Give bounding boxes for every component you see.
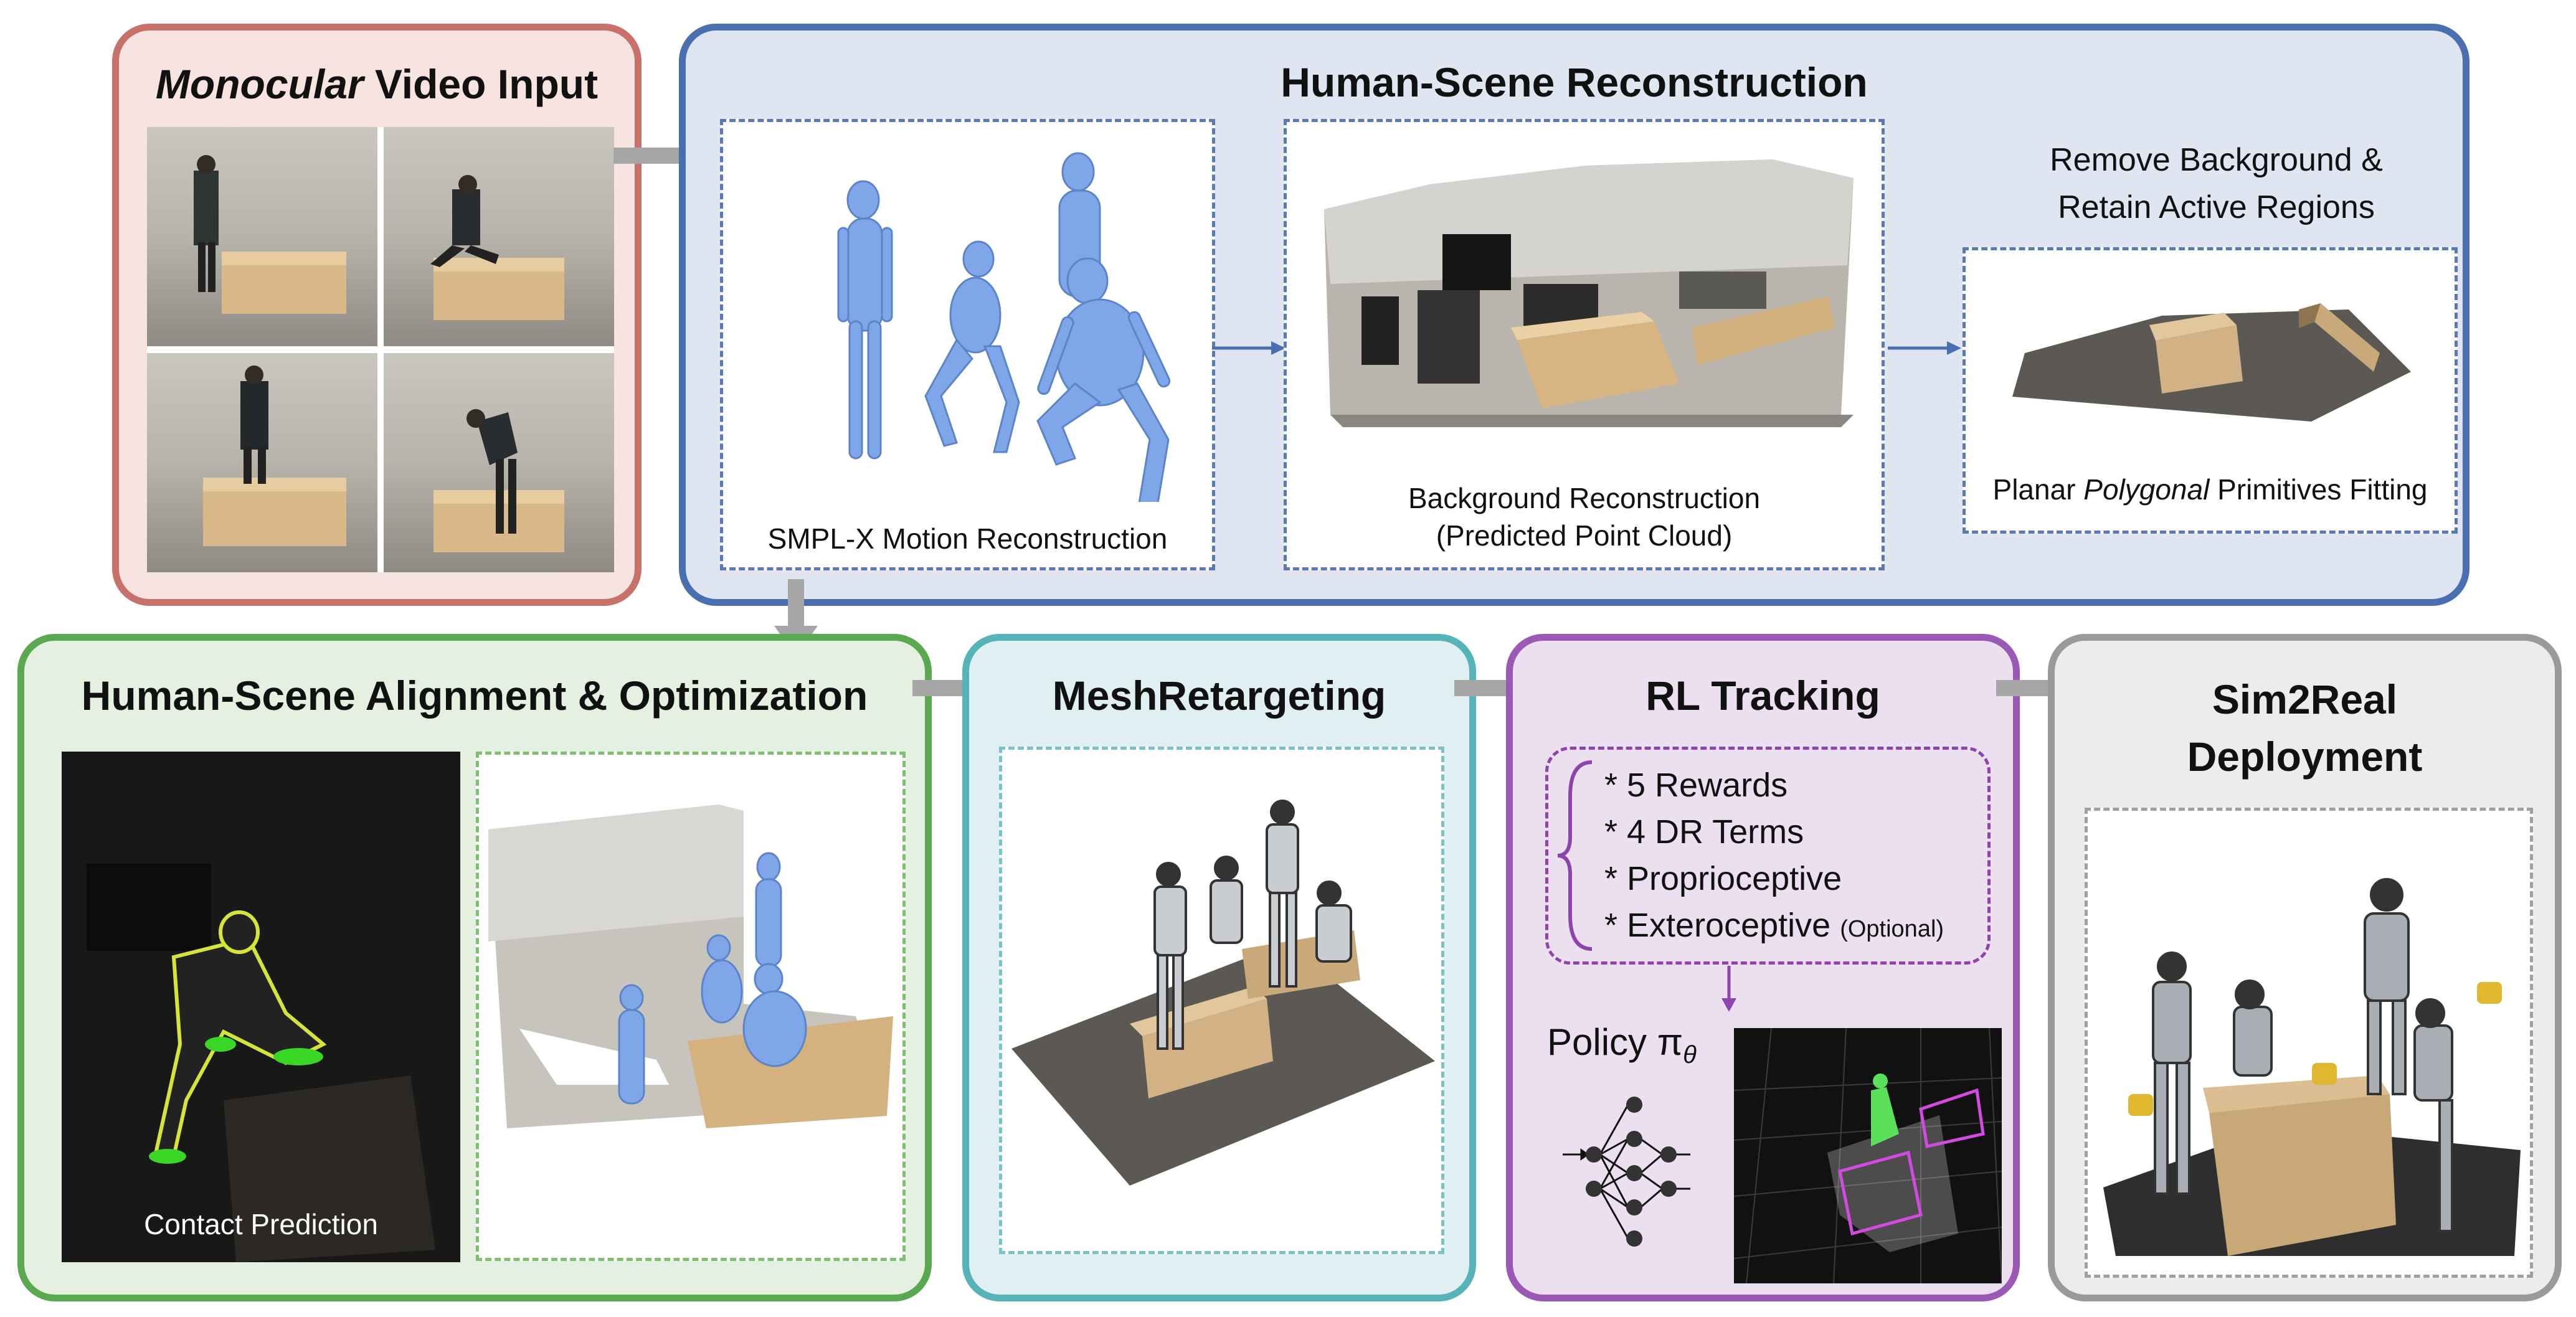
deployment-panel: Sim2Real Deployment <box>2048 634 2562 1301</box>
mesh-retargeting-panel: MeshRetargeting <box>962 634 1476 1301</box>
arrow-smplx-to-background <box>1212 341 1286 355</box>
mesh-retargeting-title: MeshRetargeting <box>1052 673 1386 719</box>
rl-term-rewards: * 5 Rewards <box>1604 767 1788 804</box>
arrow-background-to-fitting <box>1888 341 1961 355</box>
background-caption-line1: Background Reconstruction <box>1408 482 1761 514</box>
title-rest: Video Input <box>363 61 599 107</box>
background-caption-line2: (Predicted Point Cloud) <box>1436 519 1733 552</box>
planar-primitives-image <box>2012 303 2411 422</box>
video-frames-image <box>147 127 614 572</box>
contact-scene-image <box>62 752 460 1262</box>
fitting-caption: Planar Polygonal Primitives Fitting <box>1966 471 2455 509</box>
real-robots-image <box>2103 878 2521 1256</box>
policy-label: Policy πθ <box>1547 1021 1697 1069</box>
retargeted-robots-image <box>1011 800 1435 1186</box>
rl-tracking-title: RL Tracking <box>1646 673 1880 719</box>
fitting-caption-pre: Planar <box>1992 473 2084 506</box>
arrow-terms-to-policy <box>1721 966 1736 1012</box>
background-caption: Background Reconstruction (Predicted Poi… <box>1287 480 1882 555</box>
contact-caption: Contact Prediction <box>144 1208 378 1240</box>
remove-background-text: Remove Background & Retain Active Region… <box>1969 136 2464 231</box>
rl-terms-list: * 5 Rewards * 4 DR Terms * Proprioceptiv… <box>1604 762 1944 953</box>
fitting-caption-post: Primitives Fitting <box>2209 473 2428 506</box>
background-recon-box: Background Reconstruction (Predicted Poi… <box>1284 119 1885 570</box>
deployment-title: Sim2Real Deployment <box>2055 671 2555 785</box>
video-input-panel: Monocular Video Input <box>112 24 642 606</box>
alignment-title: Human-Scene Alignment & Optimization <box>81 673 868 719</box>
smplx-humans-image <box>837 152 1171 502</box>
rl-simulation-image <box>1734 1028 2002 1283</box>
alignment-panel: Human-Scene Alignment & Optimization Con… <box>17 634 932 1301</box>
polygon-fitting-box: Planar Polygonal Primitives Fitting <box>1963 247 2458 534</box>
rl-term-proprioceptive: * Proprioceptive <box>1604 860 1842 897</box>
deployment-box <box>2085 808 2533 1278</box>
remove-line2: Retain Active Regions <box>2058 189 2375 225</box>
simulation-render <box>1734 1028 2002 1283</box>
aligned-scene-image <box>488 805 893 1128</box>
mesh-retargeting-box <box>999 747 1444 1254</box>
aligned-scene-box <box>476 752 906 1261</box>
contact-prediction-image: Contact Prediction <box>62 752 460 1262</box>
policy-label-sub: θ <box>1683 1041 1697 1069</box>
video-input-title: Monocular Video Input <box>119 60 635 108</box>
remove-line1: Remove Background & <box>2050 142 2383 178</box>
rl-term-exteroceptive-label: * Exteroceptive <box>1604 907 1831 944</box>
neural-network-icon <box>1563 1097 1690 1247</box>
title-emphasis: Monocular <box>155 61 364 107</box>
deployment-title-line2: Deployment <box>2187 734 2423 780</box>
deployment-title-line1: Sim2Real <box>2212 676 2398 722</box>
rl-brace-icon <box>1557 760 1593 951</box>
policy-label-text: Policy π <box>1547 1021 1683 1063</box>
point-cloud-image <box>1324 159 1854 427</box>
rl-term-optional: (Optional) <box>1840 916 1944 942</box>
smplx-caption: SMPL-X Motion Reconstruction <box>767 522 1168 555</box>
rl-term-exteroceptive: * Exteroceptive (Optional) <box>1604 902 1944 953</box>
rl-tracking-panel: RL Tracking * 5 Rewards * 4 DR Terms * P… <box>1506 634 2020 1301</box>
smplx-box: SMPL-X Motion Reconstruction <box>720 119 1215 570</box>
reconstruction-title: Human-Scene Reconstruction <box>1281 59 1868 105</box>
video-frames-grid <box>147 127 614 572</box>
rl-term-dr: * 4 DR Terms <box>1604 813 1804 851</box>
rl-terms-box: * 5 Rewards * 4 DR Terms * Proprioceptiv… <box>1545 747 1991 965</box>
reconstruction-panel: Human-Scene Reconstruction <box>679 24 2469 606</box>
fitting-caption-emph: Polygonal <box>2083 473 2210 506</box>
